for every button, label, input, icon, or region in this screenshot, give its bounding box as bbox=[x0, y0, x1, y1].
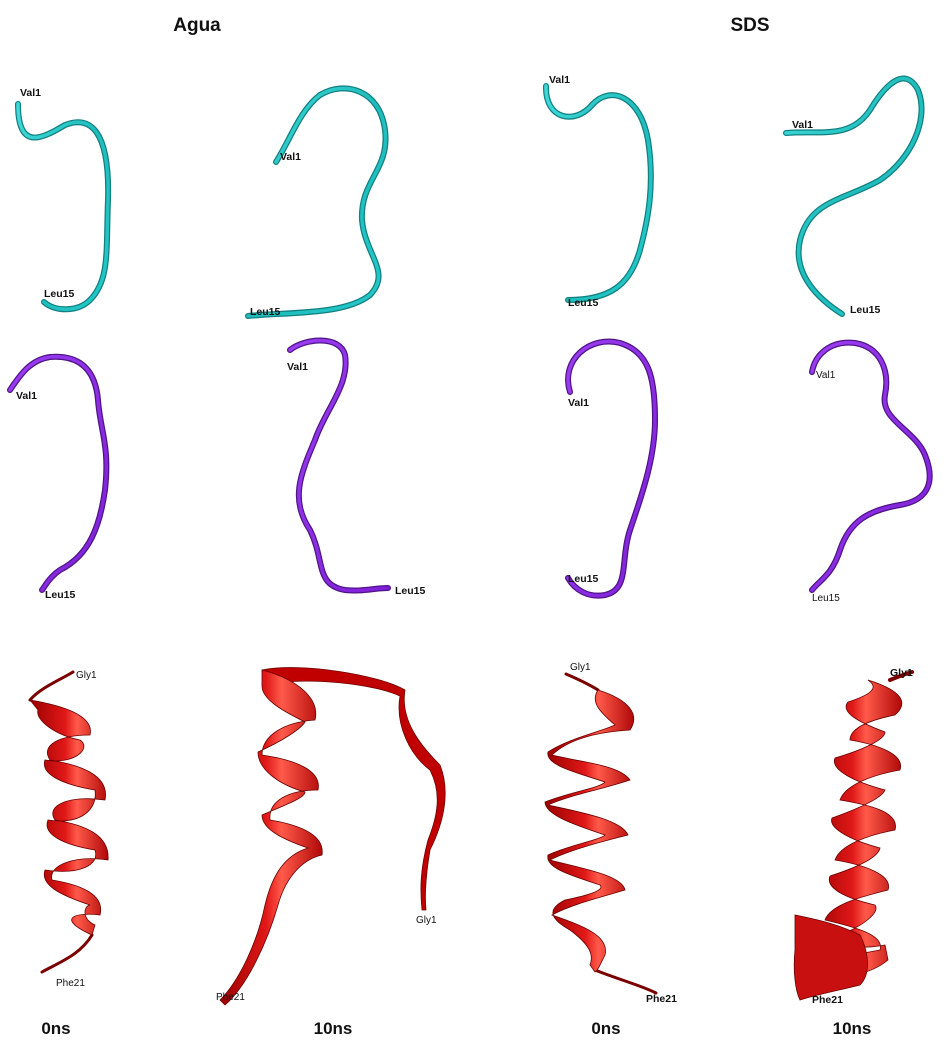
purple-agua-0ns-end-label: Leu15 bbox=[45, 589, 76, 601]
cyan-sds-10ns-end-label: Leu15 bbox=[850, 304, 881, 316]
time-label-agua-10ns: 10ns bbox=[314, 1019, 353, 1038]
red-agua-0ns-structure: Gly1 Phe21 bbox=[30, 670, 108, 989]
cyan-agua-0ns-structure: Val1 Leu15 bbox=[18, 87, 108, 309]
time-label-sds-0ns: 0ns bbox=[591, 1019, 620, 1038]
cyan-sds-0ns-structure: Val1 Leu15 bbox=[546, 74, 651, 309]
purple-sds-10ns-end-label: Leu15 bbox=[812, 593, 840, 604]
purple-sds-0ns-end-label: Leu15 bbox=[568, 573, 599, 585]
purple-agua-10ns-end-label: Leu15 bbox=[395, 585, 426, 597]
purple-sds-10ns-start-label: Val1 bbox=[816, 370, 836, 381]
red-sds-0ns-end-label: Phe21 bbox=[646, 993, 677, 1005]
cyan-sds-0ns-end-label: Leu15 bbox=[568, 297, 599, 309]
cyan-sds-10ns-structure: Val1 Leu15 bbox=[786, 79, 922, 316]
red-sds-10ns-start-label: Gly1 bbox=[890, 667, 913, 679]
red-sds-10ns-end-label: Phe21 bbox=[812, 994, 843, 1006]
header-sds: SDS bbox=[730, 15, 769, 36]
cyan-sds-10ns-start-label: Val1 bbox=[792, 119, 813, 131]
red-sds-0ns-structure: Gly1 Phe21 bbox=[545, 662, 677, 1005]
time-label-sds-10ns: 10ns bbox=[833, 1019, 872, 1038]
purple-agua-10ns-start-label: Val1 bbox=[287, 361, 308, 373]
purple-agua-0ns-start-label: Val1 bbox=[16, 390, 37, 402]
purple-agua-10ns-structure: Val1 Leu15 bbox=[287, 340, 426, 597]
purple-sds-0ns-structure: Val1 Leu15 bbox=[568, 341, 655, 595]
cyan-sds-0ns-start-label: Val1 bbox=[549, 74, 570, 86]
red-agua-10ns-end-label: Phe21 bbox=[216, 992, 245, 1003]
cyan-agua-10ns-start-label: Val1 bbox=[280, 151, 301, 163]
cyan-agua-10ns-structure: Val1 Leu15 bbox=[248, 88, 386, 318]
purple-sds-0ns-start-label: Val1 bbox=[568, 397, 589, 409]
red-agua-0ns-end-label: Phe21 bbox=[56, 978, 85, 989]
red-agua-0ns-start-label: Gly1 bbox=[76, 670, 97, 681]
header-agua: Agua bbox=[173, 15, 221, 36]
purple-agua-0ns-structure: Val1 Leu15 bbox=[10, 357, 106, 601]
red-agua-10ns-start-label: Gly1 bbox=[416, 915, 437, 926]
purple-sds-10ns-structure: Val1 Leu15 bbox=[812, 343, 930, 604]
cyan-agua-10ns-end-label: Leu15 bbox=[250, 306, 281, 318]
red-sds-10ns-structure: Gly1 Phe21 bbox=[794, 667, 913, 1006]
red-agua-10ns-structure: Gly1 Phe21 bbox=[216, 668, 445, 1005]
cyan-agua-0ns-start-label: Val1 bbox=[20, 87, 41, 99]
red-sds-0ns-start-label: Gly1 bbox=[570, 662, 591, 673]
time-label-agua-0ns: 0ns bbox=[41, 1019, 70, 1038]
cyan-agua-0ns-end-label: Leu15 bbox=[44, 288, 75, 300]
